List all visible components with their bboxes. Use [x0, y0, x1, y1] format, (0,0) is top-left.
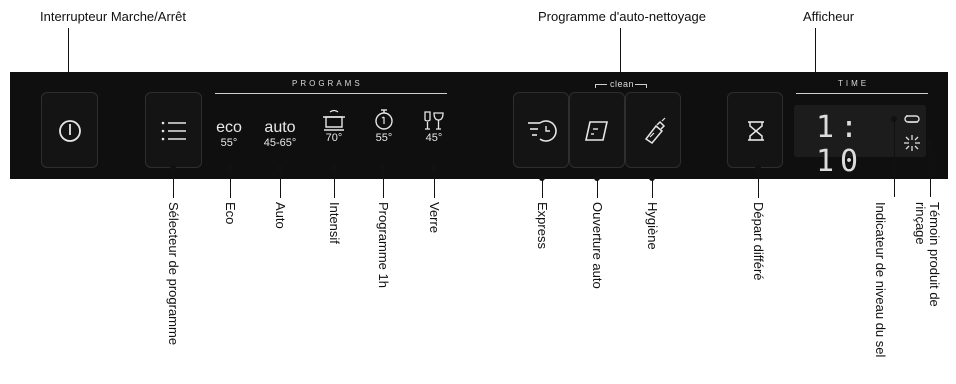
- program-auto[interactable]: auto 45-65°: [255, 119, 305, 150]
- eco-label: Eco: [223, 202, 238, 225]
- display-label: Afficheur: [803, 9, 855, 24]
- rinse-aid-line: [930, 143, 931, 197]
- stopwatch-icon: [375, 109, 393, 130]
- control-panel: PROGRAMS eco 55° auto 45-65° 70° 55°: [10, 72, 948, 179]
- wine-glass-icon: [424, 111, 444, 130]
- salt-indicator-line: [894, 119, 895, 197]
- auto-open-label: Ouverture auto: [590, 202, 605, 289]
- rinse-aid-label: Témoin produit de rinçage: [913, 202, 942, 307]
- power-icon: [59, 120, 81, 142]
- glass-label: Verre: [427, 202, 442, 234]
- express-clock-icon: [528, 120, 557, 142]
- program-auto-name: auto: [264, 119, 296, 136]
- rinse-aid-icon: [904, 135, 920, 151]
- door-open-icon: [585, 121, 608, 141]
- program-auto-temp: 45-65°: [263, 137, 297, 149]
- programs-rule: [215, 93, 447, 94]
- program-intensive-temp: 70°: [325, 132, 343, 144]
- list-icon: [161, 121, 186, 141]
- express-label: Express: [535, 202, 550, 249]
- hygiene-button[interactable]: [625, 92, 681, 168]
- hygiene-label: Hygiène: [645, 202, 660, 250]
- auto-label: Auto: [273, 202, 288, 229]
- program-one-hour[interactable]: 55°: [365, 108, 403, 145]
- program-eco[interactable]: eco 55°: [208, 119, 250, 150]
- hygiene-line: [652, 178, 653, 198]
- one-hour-label: Programme 1h: [376, 202, 391, 288]
- express-line: [542, 178, 543, 198]
- program-one-hour-temp: 55°: [375, 132, 393, 144]
- delay-start-button[interactable]: [727, 92, 783, 168]
- programs-title: PROGRAMS: [292, 79, 363, 88]
- time-display: 1: 10: [794, 105, 926, 179]
- clean-rule-right: [635, 84, 647, 85]
- self-clean-leader-line: [620, 28, 621, 78]
- clean-title: clean: [610, 79, 635, 89]
- display-digits: 1: 10: [816, 110, 865, 179]
- program-glass[interactable]: 45°: [415, 108, 453, 145]
- time-rule: [796, 93, 928, 94]
- delay-start-line: [758, 168, 759, 198]
- program-eco-name: eco: [216, 119, 242, 136]
- salt-indicator-icon: [904, 115, 920, 123]
- program-eco-temp: 55°: [220, 137, 238, 149]
- express-button[interactable]: [513, 92, 569, 168]
- pot-icon: [323, 109, 345, 131]
- intensive-label: Intensif: [327, 202, 342, 244]
- display-leader-line: [815, 28, 816, 113]
- delay-start-label: Départ différé: [751, 202, 766, 281]
- spray-bottle-icon: [644, 117, 666, 144]
- glass-line: [434, 168, 435, 198]
- auto-open-button[interactable]: [569, 92, 625, 168]
- eco-line: [230, 168, 231, 198]
- program-selector-button[interactable]: [145, 92, 202, 168]
- program-selector-label: Sélecteur de programme: [166, 202, 181, 346]
- one-hour-line: [383, 168, 384, 198]
- time-title: TIME: [838, 79, 870, 88]
- clean-rule-left: [595, 84, 607, 85]
- power-switch-label: Interrupteur Marche/Arrêt: [40, 9, 186, 24]
- auto-open-line: [597, 178, 598, 198]
- hourglass-icon: [748, 121, 764, 141]
- clean-rule-left-tick: [595, 84, 596, 88]
- clean-rule-right-tick: [646, 84, 647, 88]
- program-glass-temp: 45°: [425, 132, 443, 144]
- program-intensive[interactable]: 70°: [315, 108, 353, 145]
- self-clean-label: Programme d'auto-nettoyage: [538, 9, 706, 24]
- salt-indicator-label: Indicateur de niveau du sel: [873, 202, 888, 358]
- program-selector-line: [173, 168, 174, 198]
- power-button[interactable]: [41, 92, 98, 168]
- intensive-line: [334, 168, 335, 198]
- auto-line: [280, 168, 281, 198]
